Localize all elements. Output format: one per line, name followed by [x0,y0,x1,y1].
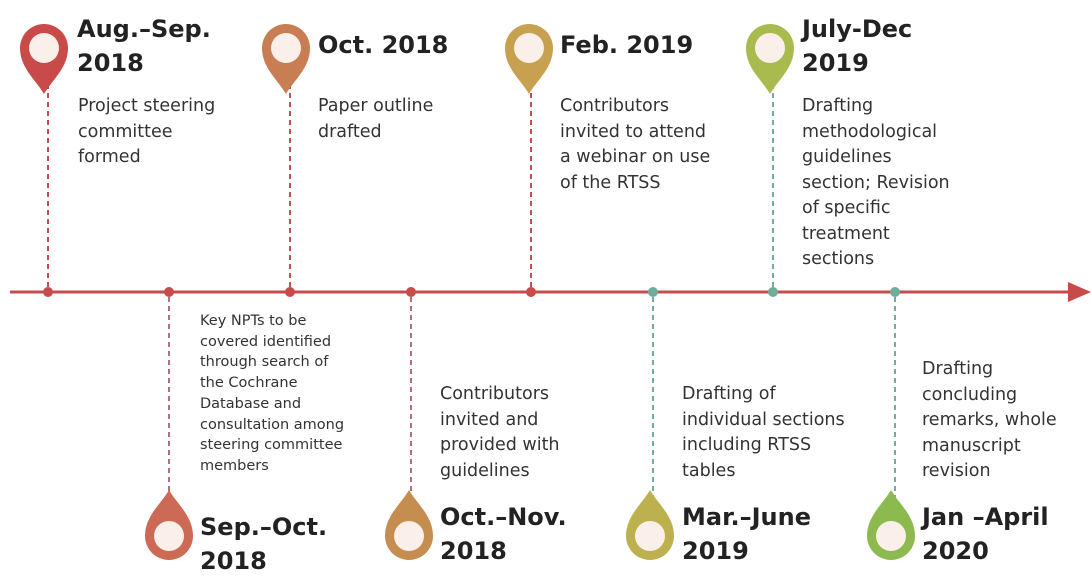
timeline-dot [406,287,416,297]
location-pin-icon [258,18,314,98]
milestone-description: Paper outline drafted [318,96,434,142]
milestone-date: Oct. 2018 [318,31,449,59]
milestone-date: Sep.–Oct. 2018 [200,513,328,575]
timeline-dot [890,287,900,297]
milestone-date: Mar.–June 2019 [682,503,811,565]
milestone-date: July-Dec 2019 [802,15,913,77]
location-pin-icon [141,486,197,566]
location-pin-icon [863,486,919,566]
arrowhead-icon [1068,282,1091,302]
location-pin-icon [381,486,437,566]
milestone-description: Drafting of individual sections includin… [682,384,845,481]
location-pin-icon [622,486,678,566]
timeline-dot [43,287,53,297]
milestone-date: Aug.–Sep. 2018 [77,15,211,77]
location-pin-icon [501,18,557,98]
timeline-dot [526,287,536,297]
milestone-description: Contributors invited and provided with g… [440,384,560,481]
milestone-description: Drafting methodological guidelines secti… [802,96,950,269]
milestone-description: Contributors invited to attend a webinar… [560,96,711,193]
timeline-dot [285,287,295,297]
location-pin-icon [16,18,72,98]
location-pin-icon [742,18,798,98]
timeline-dot [648,287,658,297]
milestone-date: Jan –April 2020 [922,503,1049,565]
timeline-dot [768,287,778,297]
milestone-description: Project steering committee formed [78,96,216,167]
timeline-dot [164,287,174,297]
milestone-date: Oct.–Nov. 2018 [440,503,567,565]
milestone-description: Drafting concluding remarks, whole manus… [922,359,1057,481]
milestone-date: Feb. 2019 [560,31,694,59]
milestone-description: Key NPTs to be covered identified throug… [200,313,345,474]
